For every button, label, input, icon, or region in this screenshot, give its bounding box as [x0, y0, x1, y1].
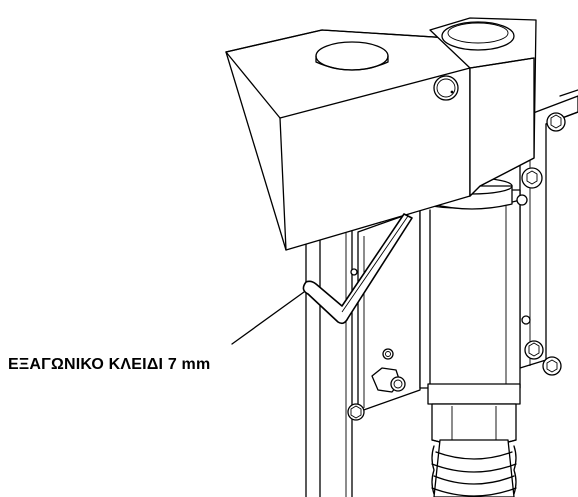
vertical-frame-rails — [305, 229, 353, 497]
bolt-lower-right — [521, 315, 562, 376]
column-body — [419, 177, 521, 389]
bolt-middle-plate — [382, 348, 394, 360]
bellows — [431, 439, 517, 497]
lower-hex-collar — [427, 383, 521, 447]
head-housing — [429, 17, 537, 197]
hex-key-tool — [302, 213, 413, 325]
callout-leader-line — [231, 291, 305, 345]
bolt-left-hex — [371, 367, 406, 393]
bolt-plate-small — [350, 268, 358, 276]
bolt-lower-left — [347, 403, 365, 421]
top-beam-arm — [225, 29, 481, 251]
bolt-top-right — [546, 112, 566, 132]
hex-key-callout-label: ΕΞΑΓΩΝΙΚΟ ΚΛΕΙΔΙ 7 mm — [8, 356, 211, 373]
mounting-bolts — [347, 112, 566, 421]
bolt-upper-column — [516, 167, 543, 206]
